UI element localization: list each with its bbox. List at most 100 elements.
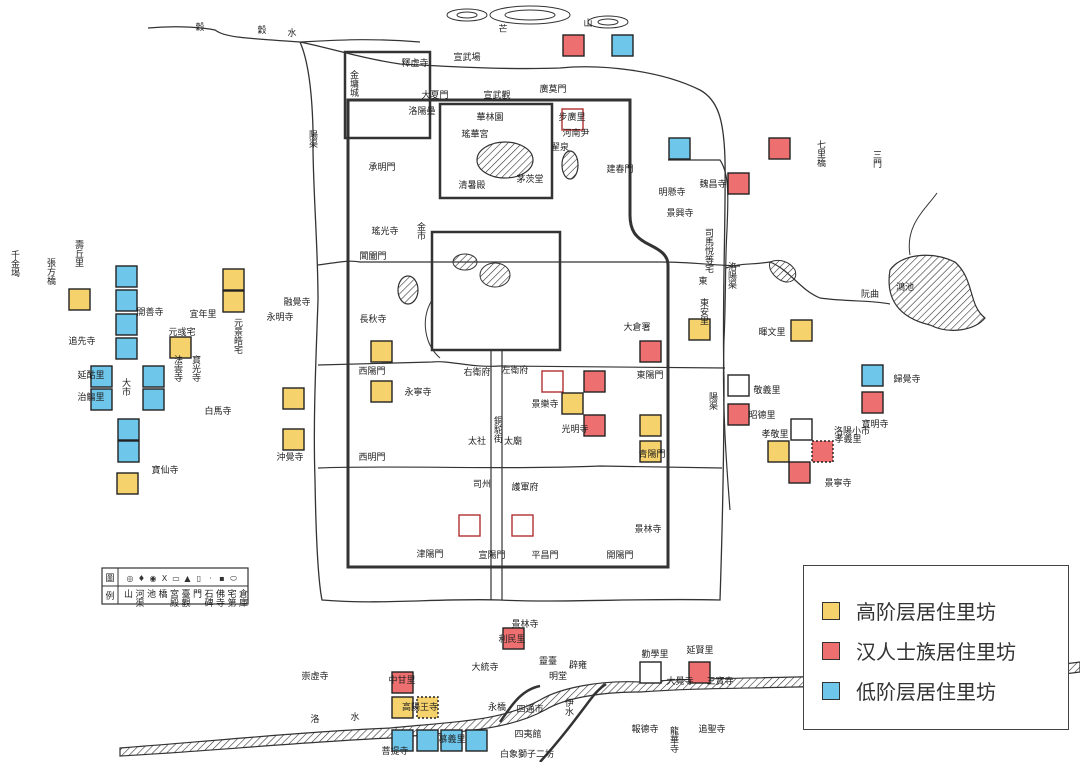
place-label: 鴻池 — [896, 281, 914, 293]
place-label: 敬義里 — [753, 384, 780, 396]
han-gentry-ward-square — [639, 340, 662, 363]
outer-wall — [299, 41, 726, 603]
map-symbol-icon: ▲ — [184, 574, 191, 583]
high-class-ward-square — [222, 268, 245, 291]
place-label: 景樂寺 — [531, 398, 558, 410]
pond — [397, 275, 419, 305]
ward-empty-square — [639, 661, 662, 684]
high-class-ward-square — [282, 387, 305, 410]
place-label: 水 — [350, 711, 359, 723]
map-symbol-icon: ◉ — [150, 574, 157, 583]
place-label: 洛陽壘 — [408, 105, 435, 117]
place-label: 太社 — [468, 435, 486, 447]
place-label: 大夏門 — [421, 89, 448, 101]
road — [317, 260, 741, 267]
map-symbol-icon: X — [162, 574, 168, 583]
symbol-legend-title: 圖 — [105, 573, 114, 584]
symbol-legend-title: 例 — [105, 590, 114, 602]
high-class-ward-square — [639, 414, 662, 437]
high-class-ward-square — [370, 380, 393, 403]
place-label: 暉文里 — [758, 326, 785, 338]
place-label: 融覺寺 — [283, 296, 310, 308]
place-label: 光明寺 — [561, 423, 588, 435]
place-label: 三門 — [871, 150, 882, 169]
ward-empty-square — [790, 418, 813, 441]
gu-river — [147, 26, 421, 43]
low-class-ward-square — [440, 729, 463, 752]
mang-mountain — [446, 5, 629, 29]
place-label: 辟雍 — [569, 659, 587, 671]
place-label: 翟泉 — [551, 141, 569, 153]
place-label: 寶光寺 — [190, 354, 201, 382]
place-label: 張方橋 — [45, 258, 56, 286]
place-label: 白馬寺 — [204, 405, 231, 417]
low-class-ward-square — [115, 337, 138, 360]
map-symbol-icon: ▪ — [219, 574, 224, 583]
palace-city — [430, 230, 562, 352]
place-label: 延賢里 — [686, 644, 713, 656]
symbol-legend-item: 倉庫 — [237, 588, 248, 608]
map-symbol-icon: ▭ — [172, 574, 180, 583]
place-label: 歸覺寺 — [893, 373, 920, 385]
place-label: 司馬悅等宅 — [703, 228, 714, 273]
low-class-ward-square — [668, 137, 691, 160]
place-label: 元景皓宅 — [232, 318, 243, 354]
yi-river — [539, 682, 607, 762]
place-label: 阮曲 — [861, 289, 879, 300]
han-gentry-ward-square — [727, 403, 750, 426]
place-label: 水 — [287, 27, 296, 39]
high-class-ward-dashed — [416, 696, 439, 719]
high-class-ward-square — [391, 696, 414, 719]
han-gentry-ward-square — [727, 172, 750, 195]
place-label: 銅駝街 — [492, 415, 503, 444]
high-class-ward-square — [222, 290, 245, 313]
legend-label: 高阶层居住里坊 — [856, 600, 996, 624]
place-label: 穀 — [257, 24, 266, 36]
high-class-ward-square — [561, 392, 584, 415]
place-label: 華林園 — [476, 111, 503, 123]
place-label: 壽丘里 — [73, 239, 84, 267]
place-label: 菩提寺 — [381, 745, 408, 757]
high-class-ward-square — [639, 440, 662, 463]
place-label: 報德寺 — [631, 723, 658, 735]
place-label: 孝敬里 — [761, 428, 788, 440]
symbol-legend-item: 山 — [122, 589, 133, 598]
symbol-legend-item: 宮殿 — [168, 588, 179, 608]
legend-item-han-gentry: 汉人士族居住里坊 — [822, 636, 1016, 665]
tongtuo-street — [490, 350, 503, 600]
low-class-ward-square — [117, 440, 140, 463]
place-label: 閶闔門 — [359, 251, 386, 262]
place-label: 瑤華宮 — [461, 128, 488, 140]
map-symbol-icon: · — [209, 574, 212, 583]
place-label: 宣武觀 — [483, 89, 510, 101]
pond — [561, 150, 579, 180]
high-class-ward-square — [282, 428, 305, 451]
low-class-ward-square — [115, 265, 138, 288]
place-label: 洛陽渠 — [726, 261, 737, 290]
han-gentry-ward-square — [583, 414, 606, 437]
place-label: 永明寺 — [266, 311, 293, 323]
place-label: 大統寺 — [471, 661, 498, 673]
low-class-ward-square — [117, 418, 140, 441]
han-gentry-ward-dashed — [811, 440, 834, 463]
place-label: 右衛府 — [463, 366, 490, 378]
place-label: 承明門 — [368, 162, 395, 173]
place-label: 司州 — [473, 479, 491, 490]
place-label: 追先寺 — [68, 335, 95, 347]
place-label: 金市 — [415, 221, 426, 241]
symbol-legend-item: 佛寺 — [214, 588, 225, 607]
place-label: 追聖寺 — [698, 723, 725, 735]
han-gentry-ward-square — [788, 461, 811, 484]
place-label: 釋虚寺 — [401, 57, 428, 69]
place-label: 永橋 — [488, 701, 506, 713]
place-label: 宜年里 — [189, 308, 216, 320]
place-label: 陽渠 — [707, 392, 718, 411]
pond — [452, 253, 478, 271]
low-class-ward-square — [861, 364, 884, 387]
place-label: 伊水 — [563, 697, 574, 716]
han-gentry-ward-square — [861, 391, 884, 414]
legend-item-high-class: 高阶层居住里坊 — [822, 596, 996, 625]
place-label: 青陽門 — [638, 448, 665, 460]
high-class-ward-square — [116, 472, 139, 495]
road — [317, 465, 723, 469]
